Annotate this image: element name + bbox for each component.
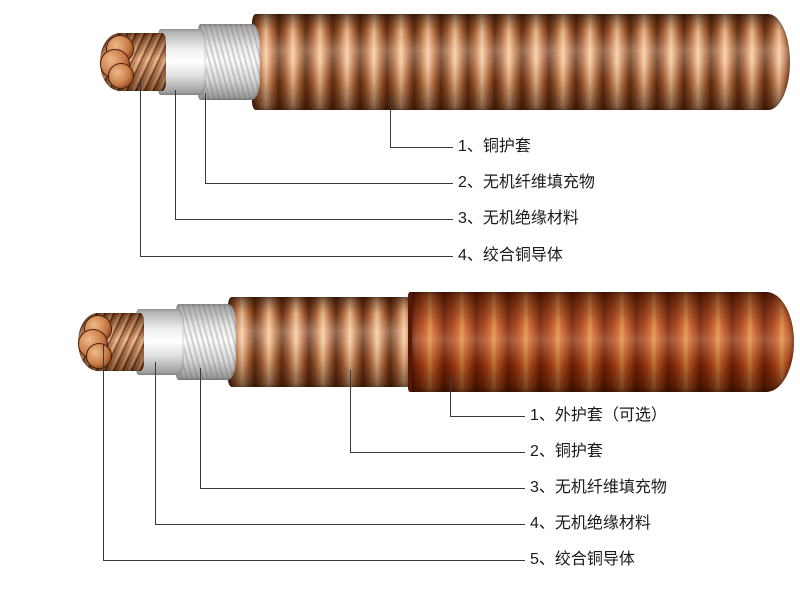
- bottom-callout-outer-jacket: [450, 375, 525, 417]
- top-label-copper-sheath: 1、铜护套: [458, 138, 531, 155]
- bottom-label-conductor: 5、绞合铜导体: [530, 551, 635, 568]
- top-copper-sheath: [252, 14, 790, 110]
- conductor-wire-end: [108, 63, 134, 89]
- bottom-label-fiber-filler: 3、无机纤维填充物: [530, 479, 667, 496]
- top-callout-copper-sheath: [390, 96, 453, 148]
- bottom-fiber-filler: [176, 304, 236, 380]
- conductor-wire-end: [86, 343, 112, 369]
- bottom-copper-sheath: [228, 297, 428, 387]
- bottom-callout-copper-sheath: [350, 370, 525, 453]
- top-label-conductor: 4、绞合铜导体: [458, 247, 563, 264]
- top-callout-conductor: [140, 80, 453, 257]
- top-label-insulation: 3、无机绝缘材料: [458, 210, 579, 227]
- top-callout-insulation: [175, 90, 453, 220]
- bottom-label-outer-jacket: 1、外护套（可选）: [530, 407, 667, 424]
- bottom-callout-fiber-filler: [200, 368, 525, 489]
- bottom-callout-insulation: [155, 362, 525, 525]
- bottom-insulation: [136, 309, 184, 375]
- bottom-callout-conductor: [103, 345, 525, 561]
- top-callout-fiber-filler: [205, 93, 453, 184]
- top-conductor-bundle: [100, 33, 166, 91]
- top-insulation: [158, 29, 206, 95]
- top-fiber-filler: [198, 24, 260, 100]
- bottom-label-copper-sheath: 2、铜护套: [530, 443, 603, 460]
- top-label-fiber-filler: 2、无机纤维填充物: [458, 174, 595, 191]
- bottom-outer-jacket: [408, 292, 794, 392]
- bottom-label-insulation: 4、无机绝缘材料: [530, 515, 651, 532]
